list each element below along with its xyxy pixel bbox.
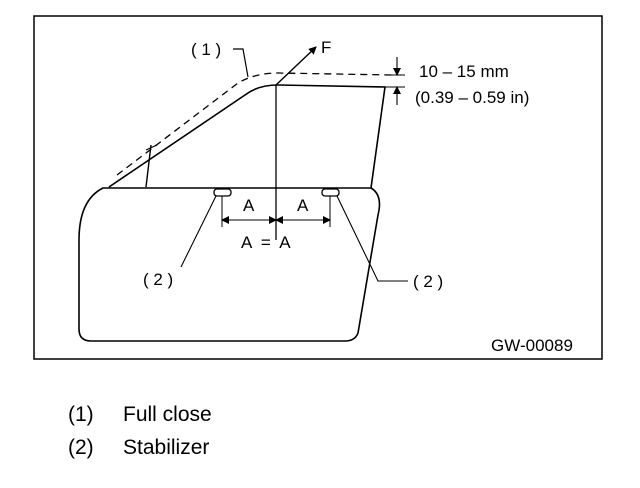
legend-item-full-close: (1) Full close [68, 398, 212, 431]
door-panel [78, 187, 381, 342]
stabilizer-right [321, 188, 340, 197]
figure-frame [33, 15, 603, 360]
legend: (1) Full close (2) Stabilizer [68, 398, 212, 464]
legend-number: (2) [68, 436, 94, 459]
stabilizer-left [213, 188, 232, 197]
window-pillar [145, 144, 152, 188]
figure-code: GW-00089 [491, 336, 573, 355]
stabilizer-left-callout: ( 2 ) [143, 270, 173, 289]
full-close-callout: ( 1 ) [191, 40, 221, 59]
legend-text: Stabilizer [123, 436, 210, 459]
legend-text: Full close [123, 403, 212, 426]
stabilizer-right-callout: ( 2 ) [413, 272, 443, 291]
full-close-outline [116, 72, 394, 176]
dim-equation: A = A [241, 233, 291, 252]
force-arrow [275, 46, 317, 86]
stabilizer-left-leader [180, 195, 217, 268]
gap-in-label: (0.39 – 0.59 in) [415, 88, 529, 107]
dim-left-label: A [243, 196, 255, 215]
stabilizer-right-leader [336, 195, 408, 282]
legend-number: (1) [68, 403, 94, 426]
legend-item-stabilizer: (2) Stabilizer [68, 431, 212, 464]
full-close-leader [233, 48, 249, 78]
dim-right-label: A [297, 196, 309, 215]
door-adjustment-figure: F ( 1 ) 10 – 15 mm (0.39 – 0.59 in) A A … [33, 15, 603, 360]
force-label: F [321, 38, 331, 57]
gap-mm-label: 10 – 15 mm [419, 62, 509, 81]
window-frame [108, 84, 386, 189]
